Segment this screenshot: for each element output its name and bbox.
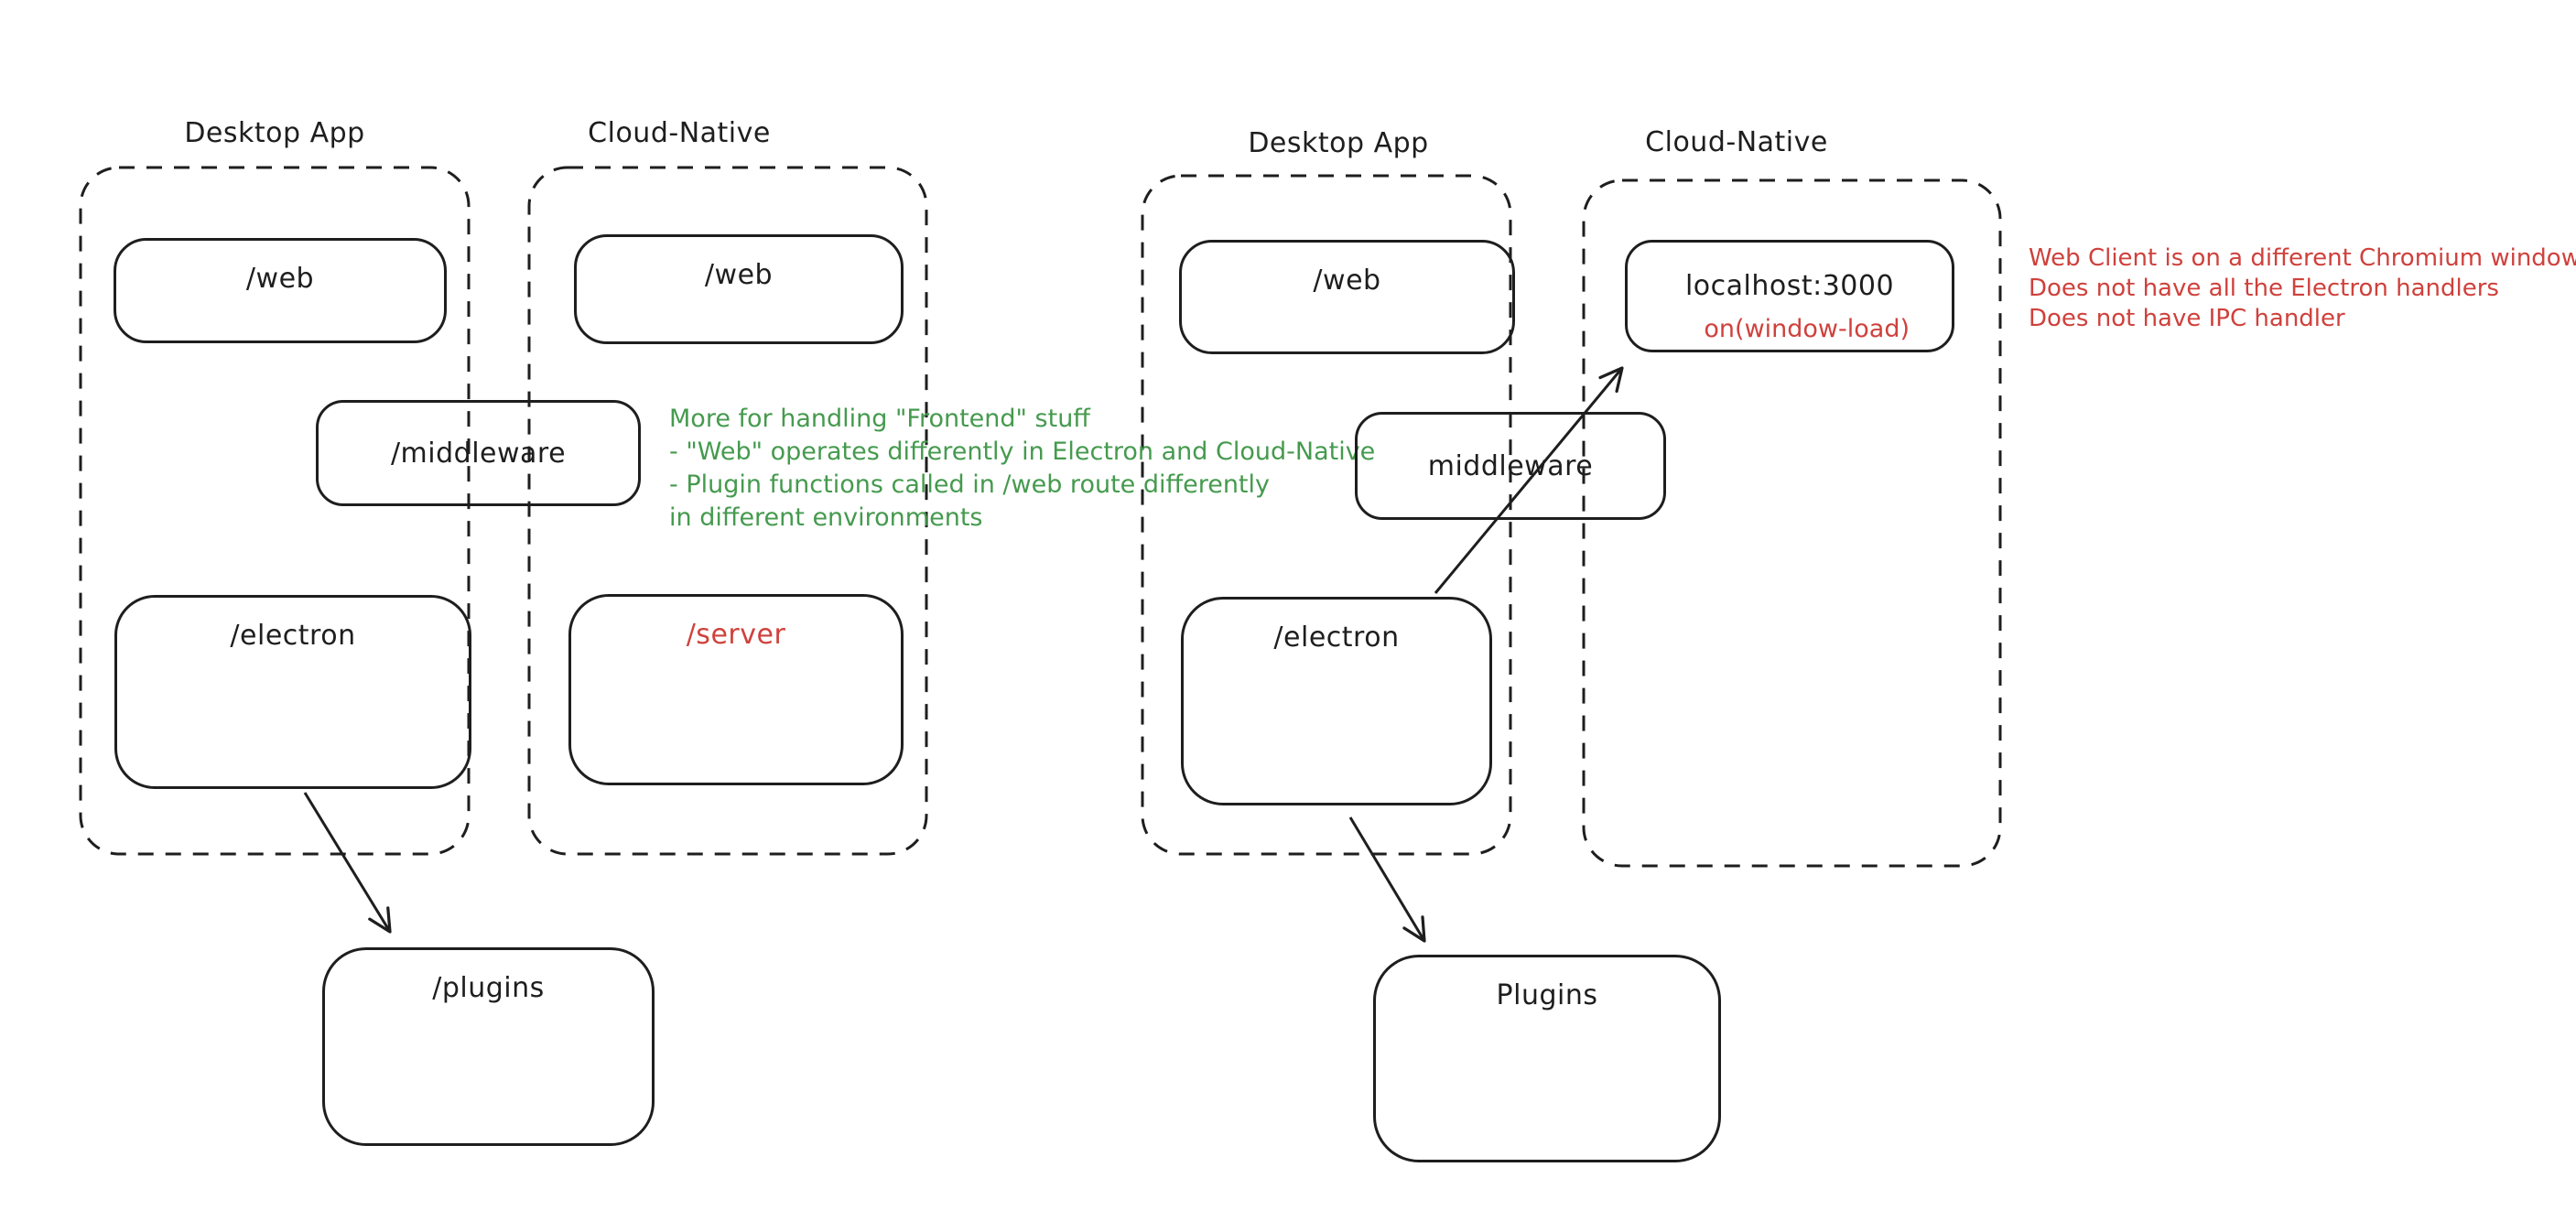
green-note-line-3: - Plugin functions called in /web route …: [669, 470, 1271, 499]
node-web-right: /web: [1179, 240, 1515, 354]
node-localhost-3000: localhost:3000 on(window-load): [1625, 240, 1954, 352]
node-electron-left: /electron: [114, 595, 471, 789]
green-note-line-1: More for handling "Frontend" stuff: [669, 405, 1090, 433]
red-note-line-1: Web Client is on a different Chromium wi…: [2029, 244, 2576, 272]
green-note-line-4: in different environments: [669, 503, 983, 532]
arrow-electron-to-plugins-left: [303, 792, 392, 934]
node-web-cloud-left-label: /web: [704, 259, 774, 291]
node-web-right-label: /web: [1313, 265, 1381, 297]
group-label-cloud-native-right: Cloud-Native: [1645, 126, 1828, 158]
annotation-green-note: More for handling "Frontend" stuff - "We…: [669, 403, 1375, 535]
node-electron-right: /electron: [1181, 597, 1492, 805]
group-label-desktop-app-right: Desktop App: [1248, 127, 1429, 159]
node-electron-left-label: /electron: [230, 620, 356, 652]
green-note-line-2: - "Web" operates differently in Electron…: [669, 438, 1376, 466]
node-plugins-left-label: /plugins: [432, 972, 545, 1004]
node-plugins-left: /plugins: [322, 947, 655, 1146]
node-middleware-left: /middleware: [316, 400, 641, 506]
node-web-cloud-left: /web: [574, 234, 904, 344]
group-label-desktop-app-left: Desktop App: [184, 117, 365, 149]
node-on-window-load-label: on(window-load): [1704, 314, 1910, 343]
annotation-red-note: Web Client is on a different Chromium wi…: [2029, 243, 2576, 334]
red-note-line-3: Does not have IPC handler: [2029, 305, 2345, 332]
node-web-desktop-left-label: /web: [245, 263, 315, 295]
node-server-left: /server: [568, 594, 904, 785]
node-localhost-3000-label: localhost:3000: [1684, 269, 1895, 302]
node-middleware-right-label: middleware: [1427, 449, 1594, 482]
node-middleware-right: middleware: [1355, 412, 1666, 520]
red-note-line-2: Does not have all the Electron handlers: [2029, 275, 2499, 302]
node-web-desktop-left: /web: [114, 238, 447, 343]
group-label-cloud-native-left: Cloud-Native: [588, 117, 771, 149]
node-plugins-right: Plugins: [1373, 955, 1721, 1162]
node-middleware-left-label: /middleware: [390, 437, 567, 470]
node-plugins-right-label: Plugins: [1496, 979, 1598, 1011]
node-server-left-label: /server: [686, 619, 786, 651]
node-electron-right-label: /electron: [1273, 621, 1400, 654]
arrow-electron-to-plugins-right: [1348, 816, 1426, 943]
